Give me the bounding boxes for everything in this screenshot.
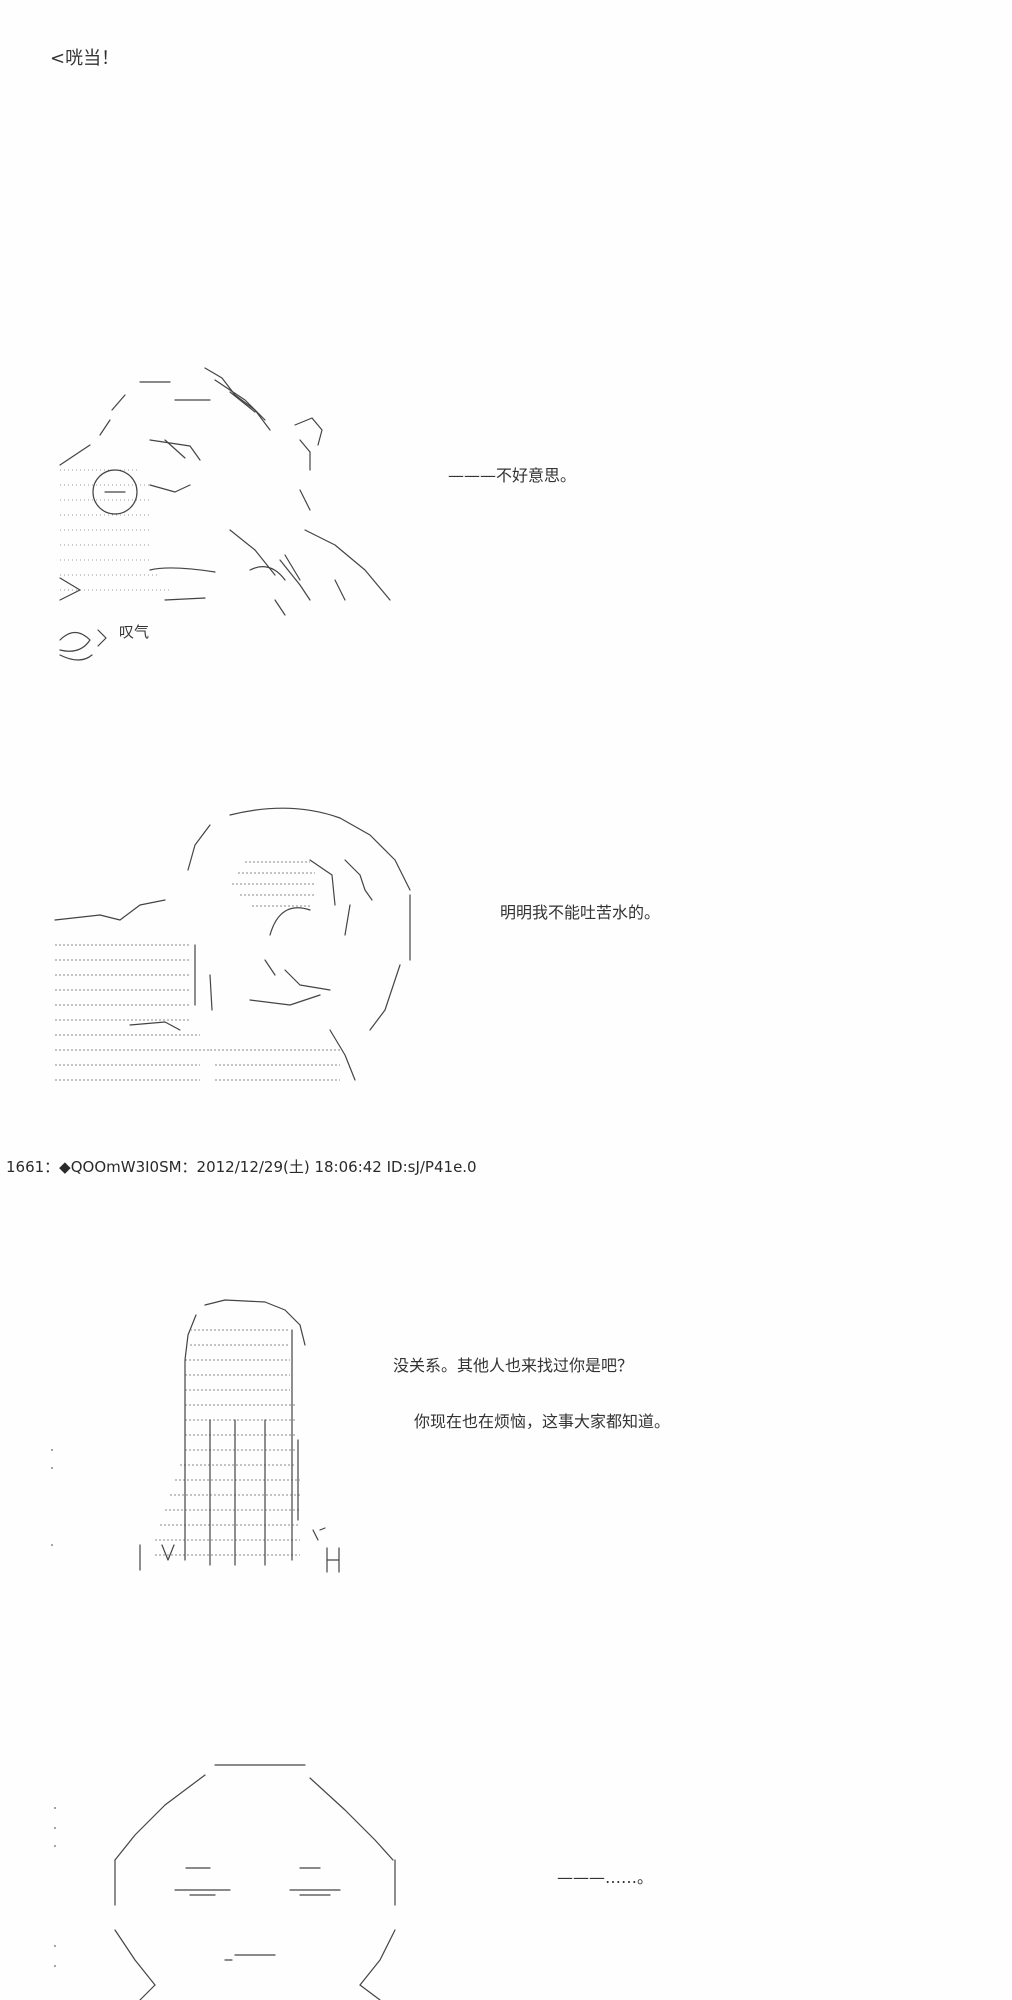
everyone-knows-dialogue: 你现在也在烦恼，这事大家都知道。 bbox=[414, 1412, 671, 1431]
ellipsis-dialogue: ———……。 bbox=[557, 1868, 654, 1887]
sighing-character-art bbox=[59, 367, 391, 661]
round-face-character-art bbox=[54, 1764, 396, 2000]
no-problem-dialogue: 没关系。其他人也来找过你是吧？ bbox=[393, 1356, 634, 1375]
sorry-dialogue: ———不好意思。 bbox=[448, 466, 577, 485]
clang-sound-text: <咣当！ bbox=[50, 48, 120, 69]
long-haired-character-art bbox=[51, 1299, 340, 1573]
complain-dialogue: 明明我不能吐苦水的。 bbox=[500, 903, 661, 922]
sigh-text: 叹气 bbox=[119, 623, 150, 641]
post-header: 1661：◆QOOmW3I0SM：2012/12/29(土) 18:06:42 … bbox=[6, 1158, 477, 1176]
hooded-character-art bbox=[54, 807, 411, 1081]
